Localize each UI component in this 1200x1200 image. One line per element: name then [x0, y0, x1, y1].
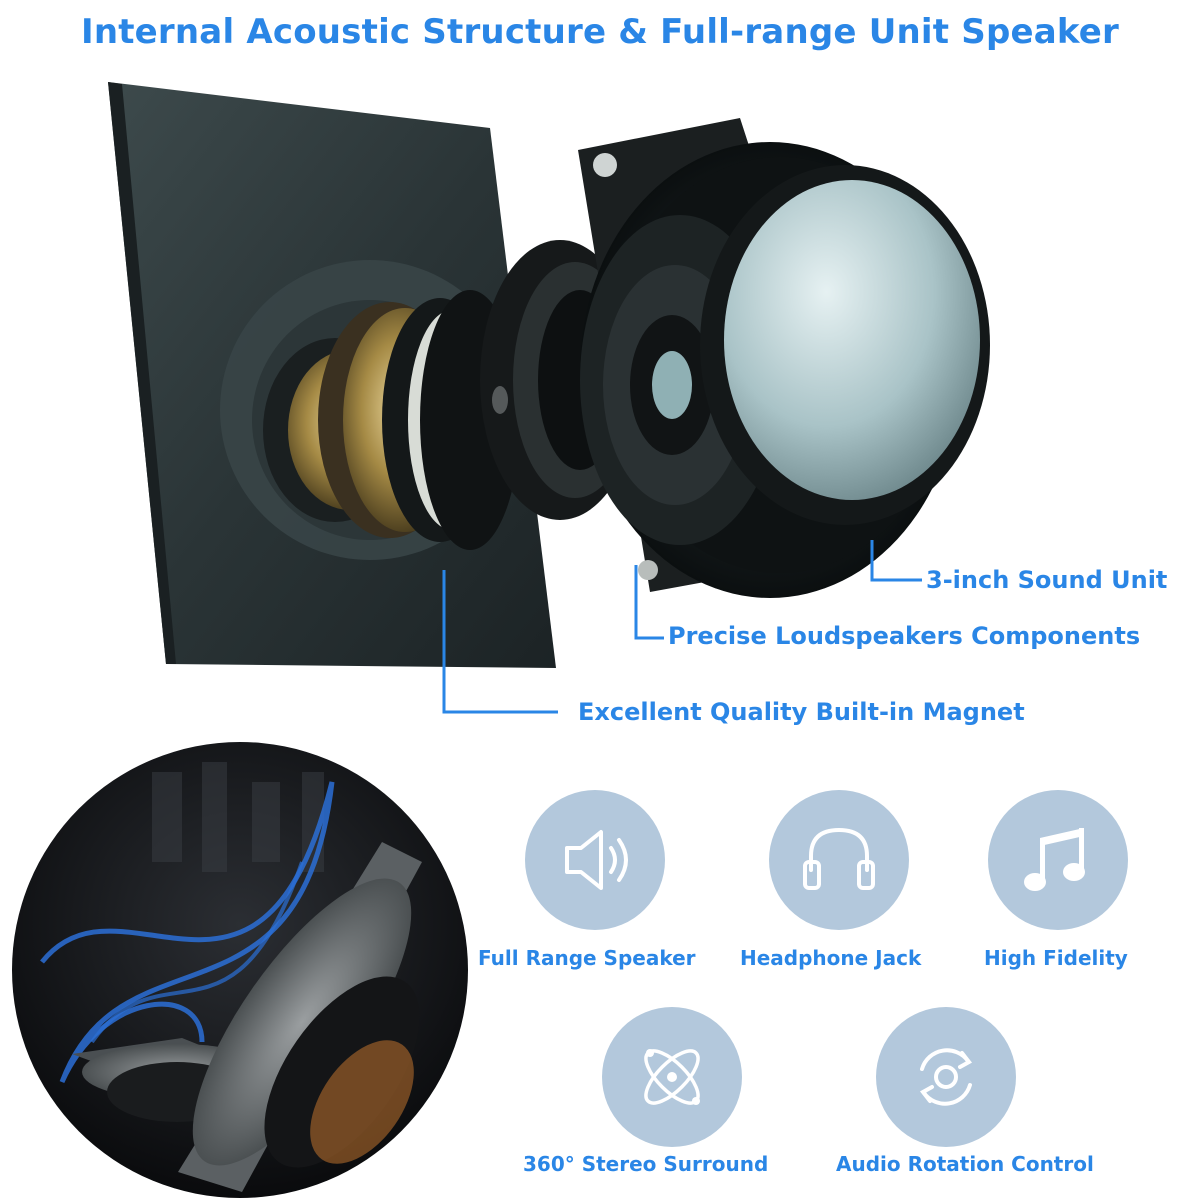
feature-rotation-control: [876, 1007, 1016, 1147]
feature-label-rotation-control: Audio Rotation Control: [836, 1152, 1094, 1176]
feature-label-headphone-jack: Headphone Jack: [740, 946, 922, 970]
speaker-volume-icon: [565, 830, 628, 890]
headphones-icon: [803, 827, 875, 890]
atom-orbit-icon: [644, 1049, 700, 1105]
speaker-exploded-illustration: [108, 82, 990, 714]
page-title: Internal Acoustic Structure & Full-range…: [80, 12, 1120, 52]
speaker-cone: [580, 142, 990, 598]
music-note-icon: [1024, 828, 1085, 891]
callout-leader-lines: [442, 540, 922, 714]
callout-magnet: Excellent Quality Built-in Magnet: [578, 698, 1025, 726]
feature-high-fidelity: [988, 790, 1128, 930]
magnet-stack: [263, 290, 520, 550]
callout-components: Precise Loudspeakers Components: [668, 622, 1141, 650]
feature-stereo-surround: [602, 1007, 742, 1147]
feature-headphone-jack: [769, 790, 909, 930]
rotation-icon: [919, 1048, 973, 1106]
feature-label-full-range: Full Range Speaker: [478, 946, 696, 970]
callout-sound-unit: 3-inch Sound Unit: [926, 566, 1168, 594]
speaker-lifestyle-photo: [12, 742, 468, 1198]
feature-full-range: [525, 790, 665, 930]
feature-label-high-fidelity: High Fidelity: [984, 946, 1128, 970]
feature-label-stereo-surround: 360° Stereo Surround: [523, 1152, 769, 1176]
